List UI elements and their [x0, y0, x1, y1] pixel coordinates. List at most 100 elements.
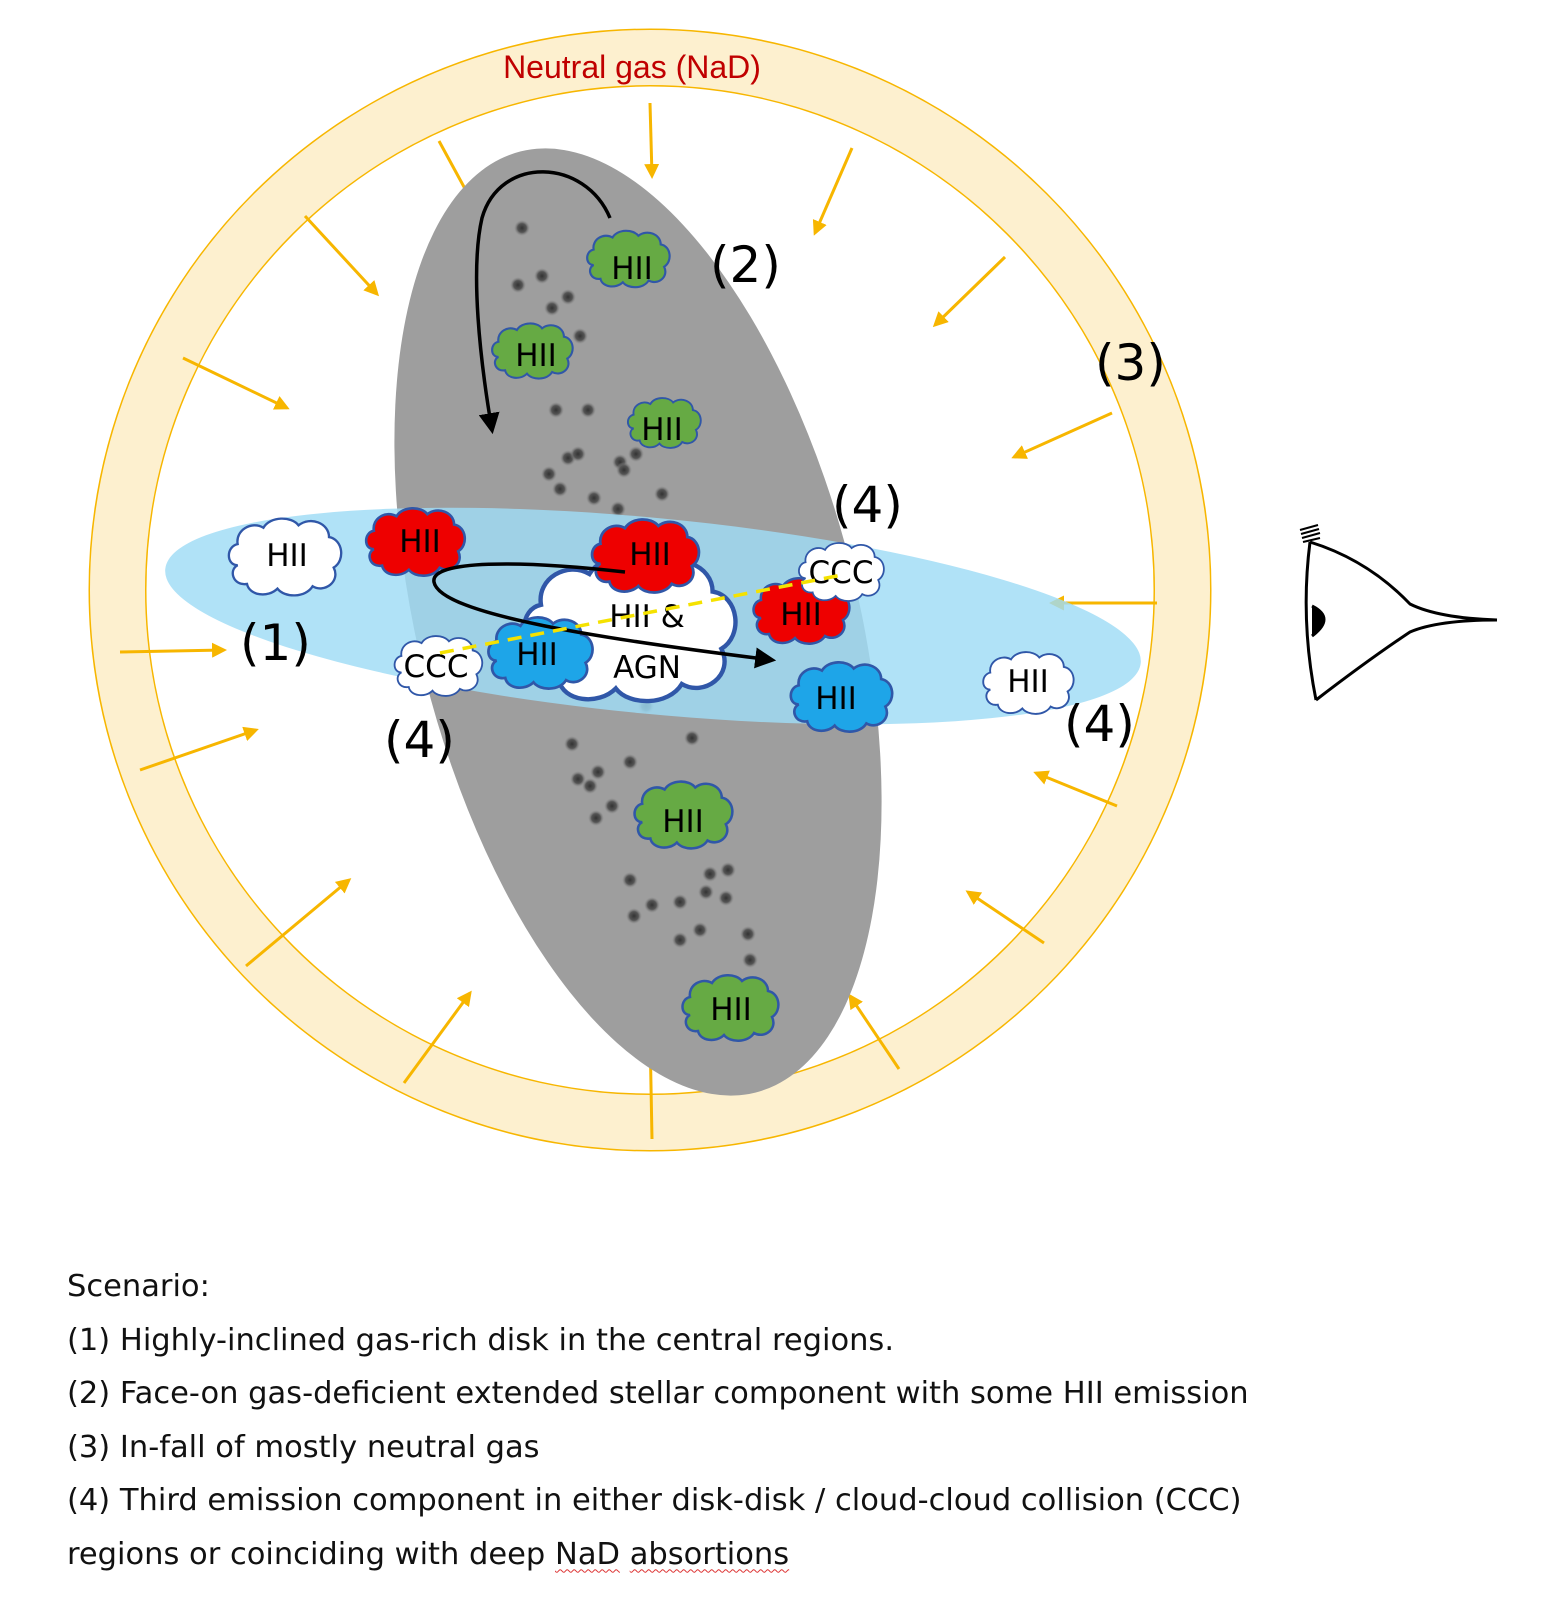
marker-4-right: (4)	[1064, 695, 1135, 753]
stellar-dot	[718, 890, 734, 906]
hii-cloud-green-2: HII	[490, 322, 574, 380]
stellar-dot	[570, 771, 586, 787]
caption-line-4: (4) Third emission component in either d…	[67, 1483, 1242, 1518]
stellar-dot	[552, 481, 568, 497]
stellar-dot	[654, 486, 670, 502]
hii-cloud-green-5: HII	[680, 973, 780, 1043]
hii-cloud-blue-2: HII	[788, 660, 894, 734]
stellar-dot	[720, 862, 736, 878]
stellar-dot	[588, 810, 604, 826]
hii-cloud-red-1: HII	[364, 506, 467, 578]
cloud-label: HII	[629, 537, 671, 573]
stellar-dot	[644, 897, 660, 913]
hii-cloud-green-1: HII	[585, 229, 671, 289]
caption-line-5: regions or coinciding with deep NaD abso…	[67, 1528, 1537, 1582]
stellar-dot	[514, 220, 530, 236]
hii-cloud-white-left: HII	[227, 517, 343, 597]
stellar-dot	[616, 462, 632, 478]
caption-heading: Scenario:	[67, 1269, 210, 1304]
cloud-label: HII	[641, 412, 683, 448]
hii-cloud-white-right: HII	[982, 651, 1075, 715]
stellar-dot	[672, 894, 688, 910]
infall-arrow	[303, 214, 380, 297]
stellar-dot	[702, 866, 718, 882]
cloud-label: HII	[516, 637, 558, 673]
stellar-dot	[564, 736, 580, 752]
stellar-dot	[628, 446, 644, 462]
infall-arrow	[119, 642, 227, 658]
hii-cloud-red-3: HII	[751, 576, 852, 646]
cloud-label: HII	[611, 251, 653, 287]
stellar-dot	[590, 764, 606, 780]
infall-arrow	[182, 356, 290, 410]
infall-arrow	[245, 878, 352, 968]
stellar-dot	[572, 328, 588, 344]
marker-4-top: (4)	[832, 476, 903, 534]
rotation-arrow-stellar	[474, 170, 612, 435]
stellar-dot	[626, 908, 642, 924]
cloud-label: HII	[515, 338, 557, 374]
infall-arrow	[402, 990, 472, 1084]
infall-arrow	[812, 147, 854, 236]
rotation-arrow-disk	[432, 562, 777, 669]
stellar-dot	[570, 446, 586, 462]
infall-arrow	[644, 102, 660, 179]
cloud-label: HII	[1007, 664, 1049, 700]
caption-line-2: (2) Face-on gas-deficient extended stell…	[67, 1376, 1249, 1411]
marker-1: (1)	[240, 614, 311, 672]
stellar-dot	[692, 922, 708, 938]
cloud-label: HII	[710, 992, 752, 1028]
stellar-dot	[742, 952, 758, 968]
stellar-dots	[510, 220, 758, 968]
hii-cloud-red-2: HII	[590, 517, 701, 595]
eye-icon	[1299, 524, 1498, 702]
hii-agn-cloud: HII & AGN	[525, 557, 736, 701]
caption-space	[620, 1537, 630, 1572]
cloud-label: HII	[780, 597, 822, 633]
infall-arrows	[119, 102, 1157, 1140]
cloud-label: HII	[266, 538, 308, 574]
stellar-dot	[672, 932, 688, 948]
stellar-dot	[740, 926, 756, 942]
caption-line-3: (3) In-fall of mostly neutral gas	[67, 1429, 540, 1465]
scenario-caption: Scenario: (1) Highly-inclined gas-rich d…	[67, 1260, 1537, 1581]
stellar-dot	[534, 268, 550, 284]
stellar-dot	[622, 754, 638, 770]
caption-nad: NaD	[555, 1536, 620, 1572]
infall-arrow	[1011, 411, 1113, 459]
cloud-label: CCC	[809, 555, 874, 591]
scenario-diagram: Neutral gas (NaD)	[88, 28, 1498, 1152]
infall-arrow	[848, 993, 901, 1070]
ccc-cloud-right: CCC	[797, 541, 885, 603]
stellar-dot	[541, 466, 557, 482]
caption-absortions: absortions	[629, 1536, 790, 1572]
hii-cloud-blue-1: HII	[486, 615, 595, 691]
stellar-dot	[580, 402, 596, 418]
infall-arrow	[965, 890, 1045, 945]
infall-arrow	[139, 726, 259, 772]
stellar-dot	[604, 798, 620, 814]
caption-line-5-prefix: regions or coinciding with deep	[67, 1536, 555, 1572]
stellar-dot	[610, 501, 626, 517]
stellar-dot	[586, 490, 602, 506]
infall-arrow	[1033, 770, 1118, 808]
marker-2: (2)	[710, 236, 781, 294]
stellar-dot	[684, 730, 700, 746]
stellar-dot	[560, 289, 576, 305]
infall-arrow	[932, 255, 1007, 328]
caption-line-1: (1) Highly-inclined gas-rich disk in the…	[67, 1322, 895, 1358]
hii-cloud-green-3: HII	[626, 396, 702, 450]
cloud-label: HII	[662, 804, 704, 840]
cloud-label: HII	[399, 524, 441, 560]
stellar-dot	[622, 872, 638, 888]
stellar-dot	[544, 300, 560, 316]
marker-3: (3)	[1095, 334, 1166, 392]
stellar-dot	[698, 884, 714, 900]
cloud-label: HII	[815, 681, 857, 717]
ccc-cloud-left: CCC	[393, 635, 484, 697]
stellar-dot	[582, 778, 598, 794]
stellar-dot	[510, 277, 526, 293]
hii-cloud-green-4: HII	[633, 780, 734, 850]
center-line-2: AGN	[613, 650, 681, 686]
ring-title: Neutral gas (NaD)	[503, 49, 761, 85]
